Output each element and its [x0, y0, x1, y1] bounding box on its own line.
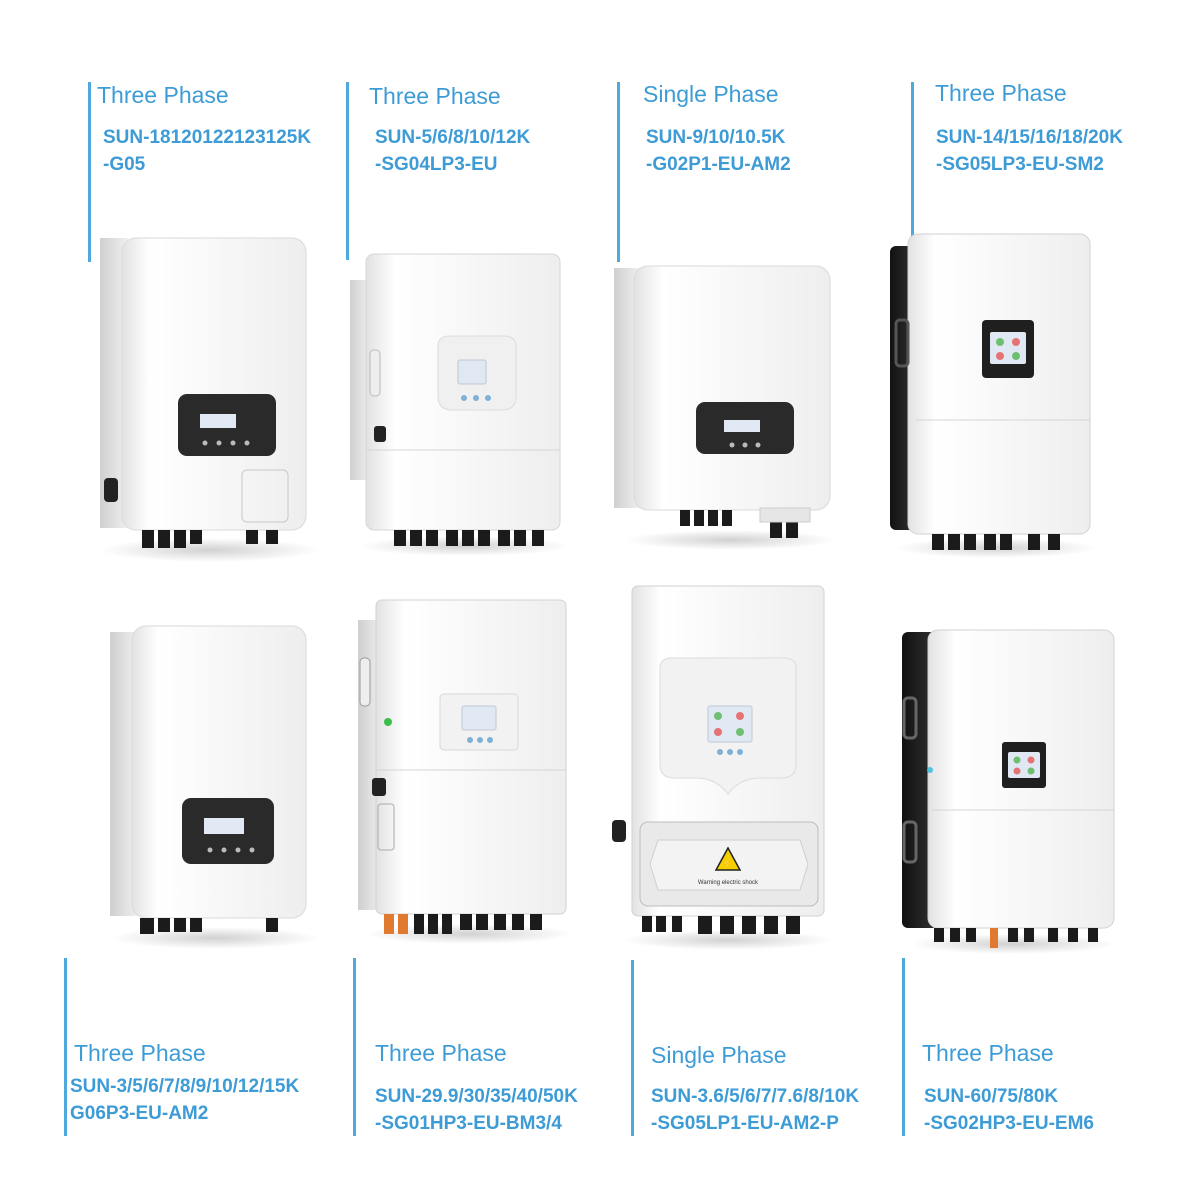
divider-line [64, 958, 67, 1136]
phase-label: Three Phase [375, 1040, 507, 1066]
model-line-2: G06P3-EU-AM2 [70, 1103, 209, 1124]
inverter-hybrid-icon: ⚡ Warning electric shock [612, 585, 832, 950]
product-image-7: ⚡ Warning electric shock [612, 584, 832, 954]
model-name: SUN-9/10/10.5K -G02P1-EU-AM2 [646, 124, 791, 178]
model-line-2: -G02P1-EU-AM2 [646, 154, 791, 175]
divider-line [631, 960, 634, 1136]
model-line-1: SUN-3.6/5/6/7/7.6/8/10K [651, 1086, 860, 1107]
divider-line [617, 82, 620, 262]
product-image-1 [90, 237, 320, 568]
inverter-string-icon [100, 237, 320, 562]
inverter-hybrid-icon [350, 253, 570, 556]
phase-label: Three Phase [935, 80, 1067, 106]
divider-line [353, 958, 356, 1136]
product-image-2 [350, 250, 570, 560]
model-line-2: -SG04LP3-EU [375, 154, 498, 175]
model-name: SUN-29.9/30/35/40/50K -SG01HP3-EU-BM3/4 [375, 1083, 578, 1137]
phase-label: Three Phase [74, 1040, 206, 1066]
model-line-1: SUN-9/10/10.5K [646, 127, 786, 148]
model-name: SUN-3.6/5/6/7/7.6/8/10K -SG05LP1-EU-AM2-… [651, 1083, 859, 1137]
model-name: SUN-18120122123125K -G05 [103, 124, 311, 178]
inverter-string-icon [110, 625, 319, 949]
product-image-3 [610, 264, 840, 554]
divider-line [902, 958, 905, 1136]
model-line-1: SUN-60/75/80K [924, 1086, 1059, 1107]
model-line-1: SUN-3/5/6/7/8/9/10/12/15K [70, 1076, 300, 1097]
product-image-8 [898, 628, 1118, 958]
divider-line [346, 82, 349, 260]
phase-label: Three Phase [369, 83, 501, 109]
model-line-2: -SG05LP1-EU-AM2-P [651, 1113, 839, 1134]
model-line-1: SUN-14/15/16/18/20K [936, 127, 1123, 148]
model-line-1: SUN-29.9/30/35/40/50K [375, 1086, 578, 1107]
model-name: SUN-14/15/16/18/20K -SG05LP3-EU-SM2 [936, 124, 1123, 178]
inverter-string-icon [614, 265, 835, 550]
model-line-2: -G05 [103, 154, 146, 175]
product-image-4 [888, 232, 1098, 562]
divider-line [911, 82, 914, 260]
phase-label: Three Phase [97, 82, 229, 108]
svg-text:⚡: ⚡ [722, 857, 734, 870]
phase-label: Three Phase [922, 1040, 1054, 1066]
model-line-1: SUN-18120122123125K [103, 127, 312, 148]
model-name: SUN-3/5/6/7/8/9/10/12/15K G06P3-EU-AM2 [70, 1073, 299, 1127]
phase-label: Single Phase [651, 1042, 787, 1068]
inverter-hybrid-icon [890, 233, 1096, 558]
inverter-hybrid-icon [358, 599, 573, 944]
product-image-5 [100, 622, 320, 952]
model-name: SUN-5/6/8/10/12K -SG04LP3-EU [375, 124, 530, 178]
model-name: SUN-60/75/80K -SG02HP3-EU-EM6 [924, 1083, 1094, 1137]
model-line-1: SUN-5/6/8/10/12K [375, 127, 531, 148]
phase-label: Single Phase [643, 81, 779, 107]
product-image-6 [354, 598, 574, 948]
inverter-hybrid-icon [902, 629, 1117, 954]
model-line-2: -SG05LP3-EU-SM2 [936, 154, 1104, 175]
divider-line [88, 82, 91, 262]
warning-label: Warning electric shock [698, 880, 759, 886]
model-line-2: -SG01HP3-EU-BM3/4 [375, 1113, 562, 1134]
model-line-2: -SG02HP3-EU-EM6 [924, 1113, 1094, 1134]
